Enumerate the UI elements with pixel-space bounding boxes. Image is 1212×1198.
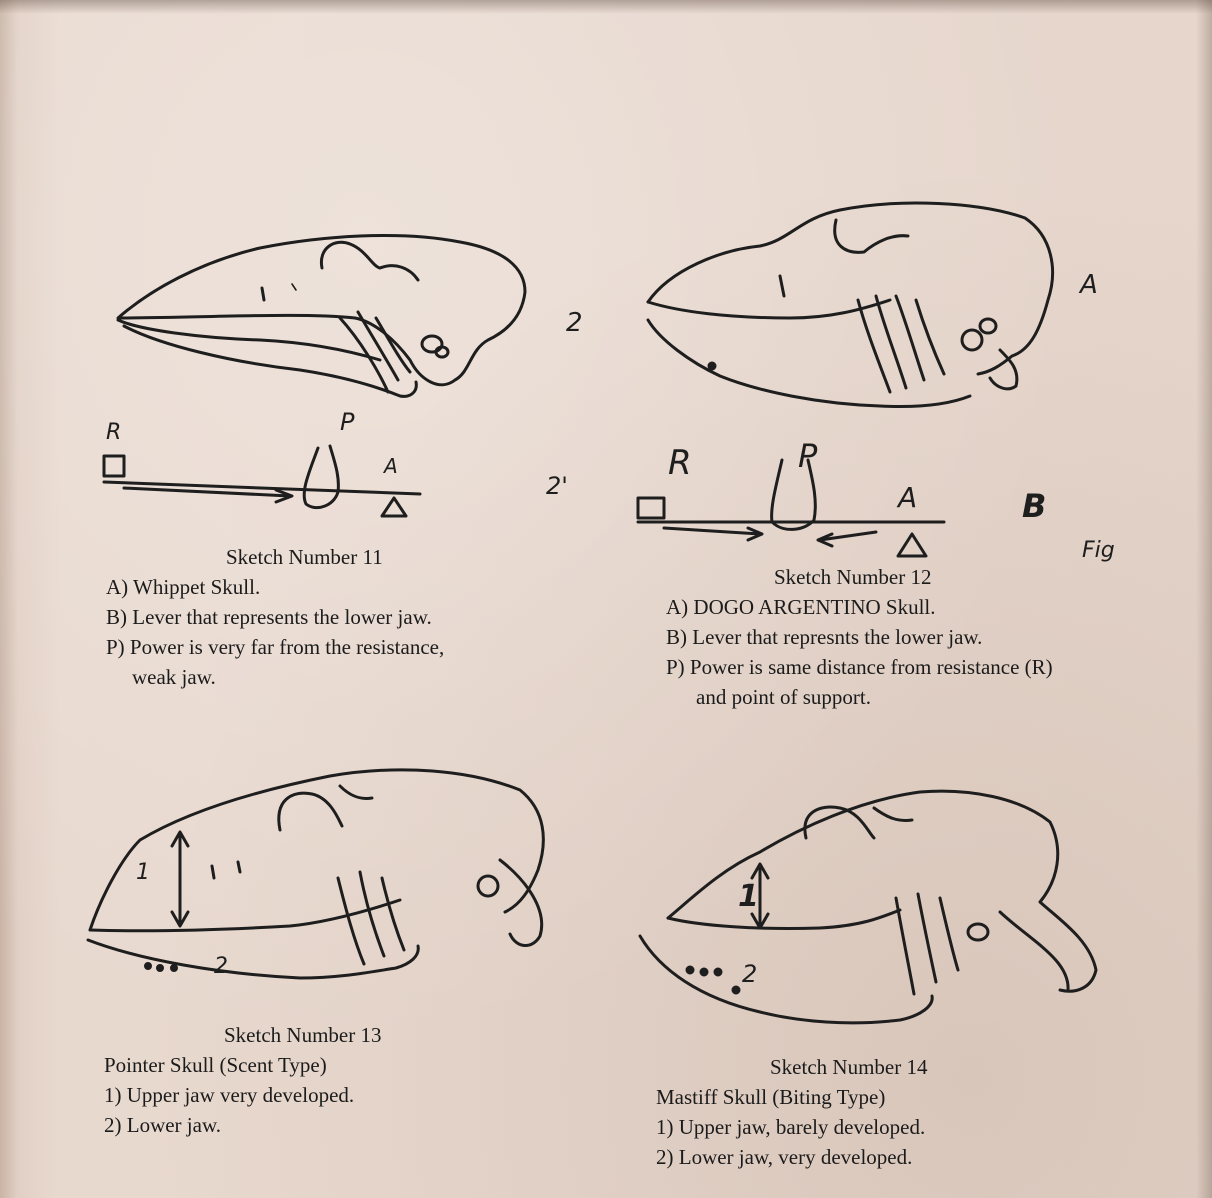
sketch12-label-a-lever: A (898, 484, 917, 512)
sketch13-line-type: Pointer Skull (Scent Type) (104, 1050, 381, 1080)
sketch11-line-p-cont: weak jaw. (106, 662, 444, 692)
sketch12-line-a: A) DOGO ARGENTINO Skull. (666, 592, 1053, 622)
sketch12-caption: Sketch Number 12 A) DOGO ARGENTINO Skull… (666, 562, 1053, 712)
whippet-skull-drawing (104, 235, 525, 516)
sketch12-label-b: B (1022, 490, 1046, 522)
sketch11-line-a: A) Whippet Skull. (106, 572, 444, 602)
sketch14-line-1: 1) Upper jaw, barely developed. (656, 1112, 927, 1142)
pointer-skull-drawing (88, 770, 543, 978)
sketch12-line-p-cont: and point of support. (666, 682, 1053, 712)
sketch11-label-a: A (384, 456, 398, 476)
sketch13-caption: Sketch Number 13 Pointer Skull (Scent Ty… (104, 1020, 381, 1140)
sketch14-title: Sketch Number 14 (656, 1052, 927, 1082)
sketch14-label-two: 2 (742, 962, 757, 986)
dogo-argentino-skull-drawing (638, 203, 1053, 556)
sketch11-line-p: P) Power is very far from the resistance… (106, 632, 444, 662)
sketch13-line-1: 1) Upper jaw very developed. (104, 1080, 381, 1110)
sketch14-line-2: 2) Lower jaw, very developed. (656, 1142, 927, 1172)
sketch14-caption: Sketch Number 14 Mastiff Skull (Biting T… (656, 1052, 927, 1172)
sketch12-label-a-skull: A (1080, 272, 1098, 298)
sketch11-label-r: R (106, 422, 121, 444)
sketch14-label-one: 1 (738, 882, 759, 912)
sketch11-line-b: B) Lever that represents the lower jaw. (106, 602, 444, 632)
sketch13-label-two: 2 (214, 956, 228, 978)
sketch11-label-p: P (340, 410, 354, 434)
sketch13-label-one: 1 (136, 862, 150, 884)
sketch13-title: Sketch Number 13 (104, 1020, 381, 1050)
sketch14-line-type: Mastiff Skull (Biting Type) (656, 1082, 927, 1112)
sketch11-label-two: 2 (566, 310, 583, 336)
sketch12-label-p: P (798, 440, 817, 472)
sketch12-line-p: P) Power is same distance from resistanc… (666, 652, 1053, 682)
sketch12-line-b: B) Lever that represnts the lower jaw. (666, 622, 1053, 652)
sketch12-label-r: R (668, 446, 692, 480)
sketch13-line-2: 2) Lower jaw. (104, 1110, 381, 1140)
sketch12-title: Sketch Number 12 (666, 562, 1053, 592)
sketch11-title: Sketch Number 11 (106, 542, 444, 572)
mastiff-skull-drawing (640, 791, 1096, 1023)
sketch11-label-two-prime: 2' (546, 474, 568, 498)
sketch12-label-fig: Fig (1082, 540, 1115, 562)
sketch11-caption: Sketch Number 11 A) Whippet Skull. B) Le… (106, 542, 444, 692)
